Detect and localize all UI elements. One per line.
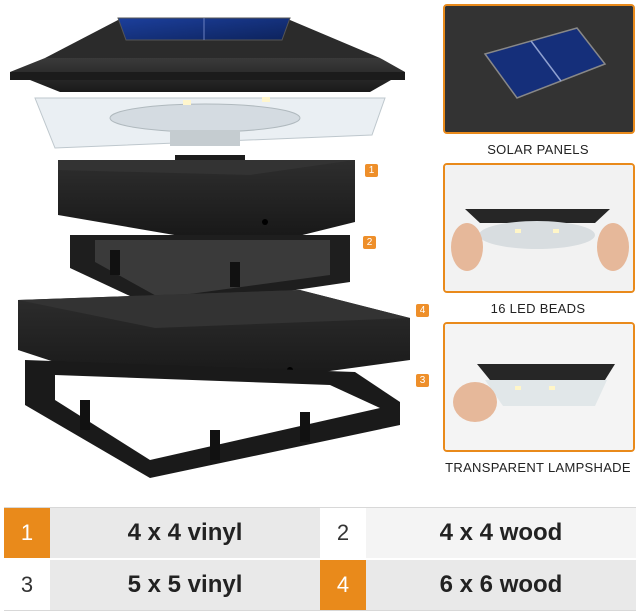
caption-lampshade: TRANSPARENT LAMPSHADE xyxy=(445,460,631,475)
solar-panel-icon xyxy=(483,27,607,99)
caption-solar-panels: SOLAR PANELS xyxy=(487,142,589,157)
exploded-lamp-illustration xyxy=(10,17,410,478)
size-num-2: 2 xyxy=(320,508,366,558)
size-num-3: 3 xyxy=(4,560,50,610)
thumb-lampshade xyxy=(443,322,635,452)
hand-icon xyxy=(597,223,629,271)
led-bead-icon xyxy=(553,229,559,233)
thumb-solar-panels xyxy=(443,4,635,134)
lampshade xyxy=(34,97,386,149)
hand-icon xyxy=(451,223,483,271)
marker-1: 1 xyxy=(365,164,378,177)
size-label-1: 4 x 4 vinyl xyxy=(50,508,320,558)
size-compatibility-table: 1 4 x 4 vinyl 2 4 x 4 wood 3 5 x 5 vinyl… xyxy=(4,507,636,611)
marker-4: 4 xyxy=(416,304,429,317)
marker-3: 3 xyxy=(416,374,429,387)
led-bead-icon xyxy=(515,229,521,233)
size-label-4: 6 x 6 wood xyxy=(366,560,636,610)
thumb-led-beads xyxy=(443,163,635,293)
size-num-1: 1 xyxy=(4,508,50,558)
marker-2: 2 xyxy=(363,236,376,249)
adapter-5x5-vinyl xyxy=(25,360,400,478)
size-label-3: 5 x 5 vinyl xyxy=(50,560,320,610)
led-bead-icon xyxy=(262,97,270,102)
led-bead-icon xyxy=(183,100,191,105)
product-photo: 1 2 4 3 SOLAR PANELS 16 LED BEADS xyxy=(10,4,635,478)
adapter-4x4-vinyl xyxy=(58,160,355,248)
led-bead-icon xyxy=(515,386,521,390)
led-bead-icon xyxy=(549,386,555,390)
lamp-cap xyxy=(10,17,405,92)
hand-icon xyxy=(453,382,497,422)
size-label-2: 4 x 4 wood xyxy=(366,508,636,558)
size-num-4: 4 xyxy=(320,560,366,610)
caption-led-beads: 16 LED BEADS xyxy=(490,301,586,316)
